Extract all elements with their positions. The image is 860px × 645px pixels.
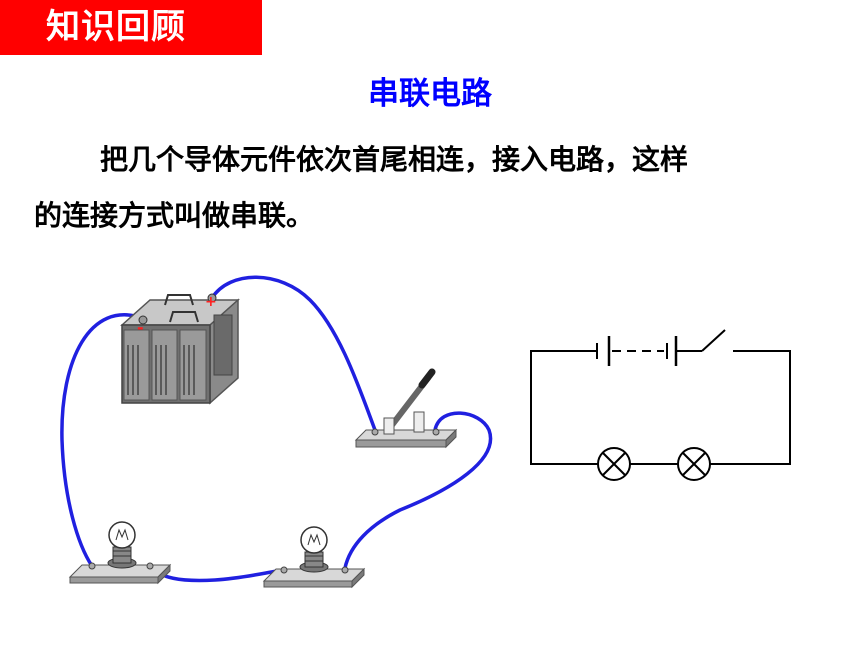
paragraph-line-2: 的连接方式叫做串联。 [34, 199, 315, 232]
bulb-1-icon [68, 521, 172, 585]
lamp-2-icon [677, 447, 711, 481]
wire-battery-to-switch [210, 275, 377, 432]
section-banner: 知识回顾 [0, 0, 262, 55]
schematic-switch-icon [701, 329, 726, 352]
wire-switch-to-bulb2 [343, 411, 493, 570]
paragraph-line-1: 把几个导体元件依次首尾相连，接入电路，这样 [100, 143, 689, 176]
knife-switch-icon [354, 368, 458, 449]
definition-paragraph: 把几个导体元件依次首尾相连，接入电路，这样 的连接方式叫做串联。 [34, 132, 834, 244]
schematic-wire-left [530, 350, 598, 465]
banner-label: 知识回顾 [46, 7, 186, 47]
page-title: 串联电路 [368, 76, 492, 112]
battery-icon: + - [120, 293, 240, 405]
schematic-wire-right [710, 350, 791, 465]
wire-battery-to-bulb1 [60, 313, 144, 568]
lamp-1-icon [597, 447, 631, 481]
bulb-2-icon [262, 526, 366, 589]
negative-terminal-label: - [137, 318, 144, 337]
positive-terminal-label: + [205, 294, 217, 310]
